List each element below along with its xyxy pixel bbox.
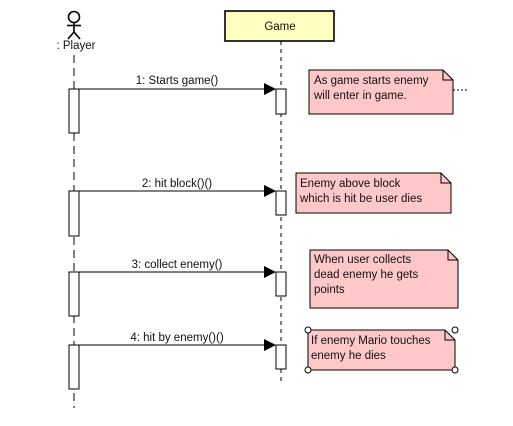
- arrowhead-icon: [264, 83, 276, 95]
- note-1: As game starts enemy will enter in game.: [308, 69, 454, 115]
- message-2-label: 2: hit block()(): [142, 178, 212, 190]
- player-actor-icon: [67, 10, 81, 40]
- note-2-line-2: which is hit be user dies: [299, 193, 422, 205]
- message-3-label: 3: collect enemy(): [132, 259, 223, 271]
- message-1: 1: Starts game(): [79, 75, 276, 95]
- game-activation-2: [275, 190, 287, 216]
- player-activation-2: [68, 190, 80, 237]
- note-2: Enemy above block which is hit be user d…: [295, 172, 452, 214]
- game-activation-4: [275, 344, 287, 370]
- note-4-line-2: enemy he dies: [311, 350, 386, 362]
- game-activation-1: [275, 88, 287, 115]
- resize-handle-bottom-right[interactable]: [451, 366, 459, 374]
- note-4[interactable]: If enemy Mario touches enemy he dies: [307, 329, 456, 371]
- note-1-line-1: As game starts enemy: [314, 75, 429, 87]
- note-3-line-1: When user collects: [314, 254, 411, 266]
- game-lifeline-label: Game: [264, 21, 295, 33]
- player-activation-4: [68, 344, 80, 390]
- game-activation-3: [275, 271, 287, 297]
- note-3-line-2: dead enemy he gets: [314, 269, 418, 281]
- resize-handle-bottom-left[interactable]: [304, 366, 312, 374]
- arrowhead-icon: [264, 266, 276, 278]
- message-1-label: 1: Starts game(): [136, 75, 219, 87]
- player-activation-3: [68, 271, 80, 317]
- arrowhead-icon: [264, 185, 276, 197]
- message-4-label: 4: hit by enemy()(): [130, 332, 223, 344]
- note-2-line-1: Enemy above block: [300, 178, 401, 190]
- game-lifeline-box: [224, 10, 335, 42]
- note-3: When user collects dead enemy he gets po…: [309, 249, 459, 309]
- note-3-line-3: points: [314, 284, 345, 296]
- arrowhead-icon: [264, 339, 276, 351]
- player-activation-1: [68, 88, 80, 134]
- resize-handle-top-left[interactable]: [304, 326, 312, 334]
- selection-handles[interactable]: [304, 326, 459, 374]
- note-4-line-1: If enemy Mario touches: [311, 335, 431, 347]
- note-1-line-2: will enter in game.: [313, 90, 407, 102]
- message-4: 4: hit by enemy()(): [79, 332, 276, 351]
- message-3: 3: collect enemy(): [79, 259, 276, 278]
- player-lifeline-label: : Player: [57, 40, 96, 52]
- resize-handle-top-right[interactable]: [451, 326, 459, 334]
- message-2: 2: hit block()(): [79, 178, 276, 197]
